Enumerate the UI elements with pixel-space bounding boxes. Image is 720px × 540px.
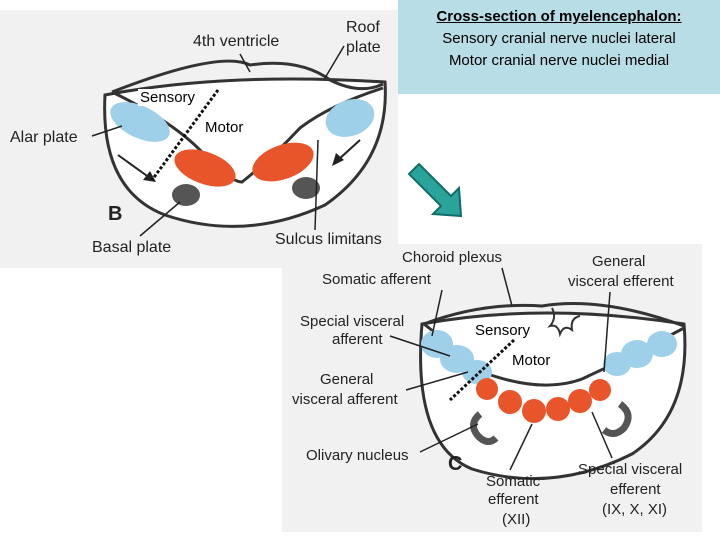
- figure-c-label-sve-3: (IX, X, XI): [602, 501, 667, 518]
- figure-c-label-somatic-afferent: Somatic afferent: [322, 271, 432, 288]
- figure-c-olivary-right: [601, 401, 632, 437]
- figure-b-alar-left: [110, 102, 170, 142]
- figure-b-arrow-right: [337, 139, 361, 161]
- figure-c-label-sva-2: afferent: [332, 331, 383, 348]
- figure-b-panel-letter: B: [108, 203, 122, 225]
- figure-b-label-basal-plate: Basal plate: [92, 239, 171, 256]
- figure-b-dark-nucleus-left: [172, 184, 200, 206]
- figure-c-panel-letter: C: [448, 453, 462, 475]
- figure-c-motor-4: [546, 397, 570, 421]
- figure-b-label-roof-plate-1: Roof: [346, 19, 380, 36]
- figure-b-alar-right: [325, 99, 375, 137]
- figure-b-dark-nucleus-right: [292, 177, 320, 199]
- figure-c-motor-2: [498, 390, 522, 414]
- figure-c: C Choroid plexus General visceral effere…: [282, 244, 702, 532]
- figure-c-label-gve-1: General: [592, 253, 645, 270]
- figure-c-leader-choroid-plexus: [501, 267, 513, 307]
- figure-b-arrow-left: [117, 154, 151, 179]
- figure-c-leader-somatic-afferent: [431, 289, 443, 337]
- transition-arrow-shape: [407, 162, 463, 218]
- figure-c-motor-5: [568, 389, 592, 413]
- figure-c-motor-3: [522, 399, 546, 423]
- figure-b-arrowhead-right: [332, 153, 344, 166]
- figure-c-label-sve-1: Special visceral: [578, 461, 682, 478]
- figure-b-label-alar-plate: Alar plate: [10, 129, 78, 146]
- figure-c-roof: [423, 302, 685, 328]
- figure-c-leader-gva: [405, 371, 469, 391]
- figure-c-leader-sve: [591, 411, 613, 459]
- figure-c-leader-olivary-nucleus: [419, 423, 479, 453]
- figure-c-sensory-right-2: [647, 331, 677, 357]
- figure-b-overlay-motor: Motor: [203, 119, 246, 136]
- figure-b: B 4th ventricle Roof plate Alar plate Ba…: [0, 10, 398, 268]
- figure-b-ventricle-floor: [111, 86, 384, 184]
- figure-b-leader-basal-plate: [139, 201, 181, 237]
- figure-c-sensory-right-3: [603, 352, 631, 376]
- figure-c-label-sva-1: Special visceral: [300, 313, 404, 330]
- figure-b-roof-plate: [111, 59, 384, 94]
- figure-b-leader-sulcus-limitans: [314, 139, 319, 231]
- figure-c-label-somatic-efferent-3: (XII): [502, 511, 530, 528]
- figure-c-olivary-left: [470, 411, 499, 445]
- figure-c-choroid-plexus-tuft: [547, 307, 581, 338]
- figure-c-label-somatic-efferent-2: efferent: [488, 491, 539, 508]
- figure-c-label-somatic-efferent-1: Somatic: [486, 473, 541, 490]
- figure-c-label-gva-1: General: [320, 371, 373, 388]
- figure-c-sensory-left-3: [462, 360, 492, 384]
- figure-c-leader-sva: [389, 335, 451, 357]
- figure-c-label-gva-2: visceral afferent: [292, 391, 398, 408]
- figure-c-label-choroid-plexus: Choroid plexus: [402, 249, 502, 266]
- figure-c-label-sve-2: efferent: [610, 481, 661, 498]
- caption-box: Cross-section of myelencephalon: Sensory…: [398, 0, 720, 94]
- figure-b-leader-alar-plate: [91, 125, 123, 137]
- caption-line-motor: Motor cranial nerve nuclei medial: [448, 52, 670, 69]
- figure-b-basal-left: [174, 149, 236, 187]
- figure-c-label-gve-2: visceral efferent: [568, 273, 674, 290]
- figure-b-basal-right: [252, 142, 314, 182]
- transition-arrow: [407, 162, 463, 218]
- figure-c-motor-1: [476, 378, 498, 400]
- figure-b-leader-4th-ventricle: [239, 53, 251, 73]
- figure-b-label-4th-ventricle: 4th ventricle: [193, 33, 279, 50]
- figure-c-motor-6: [589, 379, 611, 401]
- figure-c-overlay-motor: Motor: [510, 352, 553, 369]
- figure-b-overlay-sensory: Sensory: [138, 89, 198, 106]
- caption-title: Cross-section of myelencephalon:: [436, 8, 682, 25]
- figure-b-dotted-divider: [150, 89, 220, 181]
- figure-b-leader-roof-plate: [324, 45, 345, 79]
- figure-c-overlay-sensory: Sensory: [473, 322, 533, 339]
- caption-line-sensory: Sensory cranial nerve nuclei lateral: [442, 30, 676, 47]
- figure-c-label-olivary-nucleus: Olivary nucleus: [306, 447, 409, 464]
- figure-b-label-roof-plate-2: plate: [346, 39, 381, 56]
- figure-b-label-sulcus-limitans: Sulcus limitans: [275, 231, 382, 248]
- figure-c-leader-somatic-efferent: [509, 423, 533, 471]
- figure-c-leader-gve: [603, 291, 611, 373]
